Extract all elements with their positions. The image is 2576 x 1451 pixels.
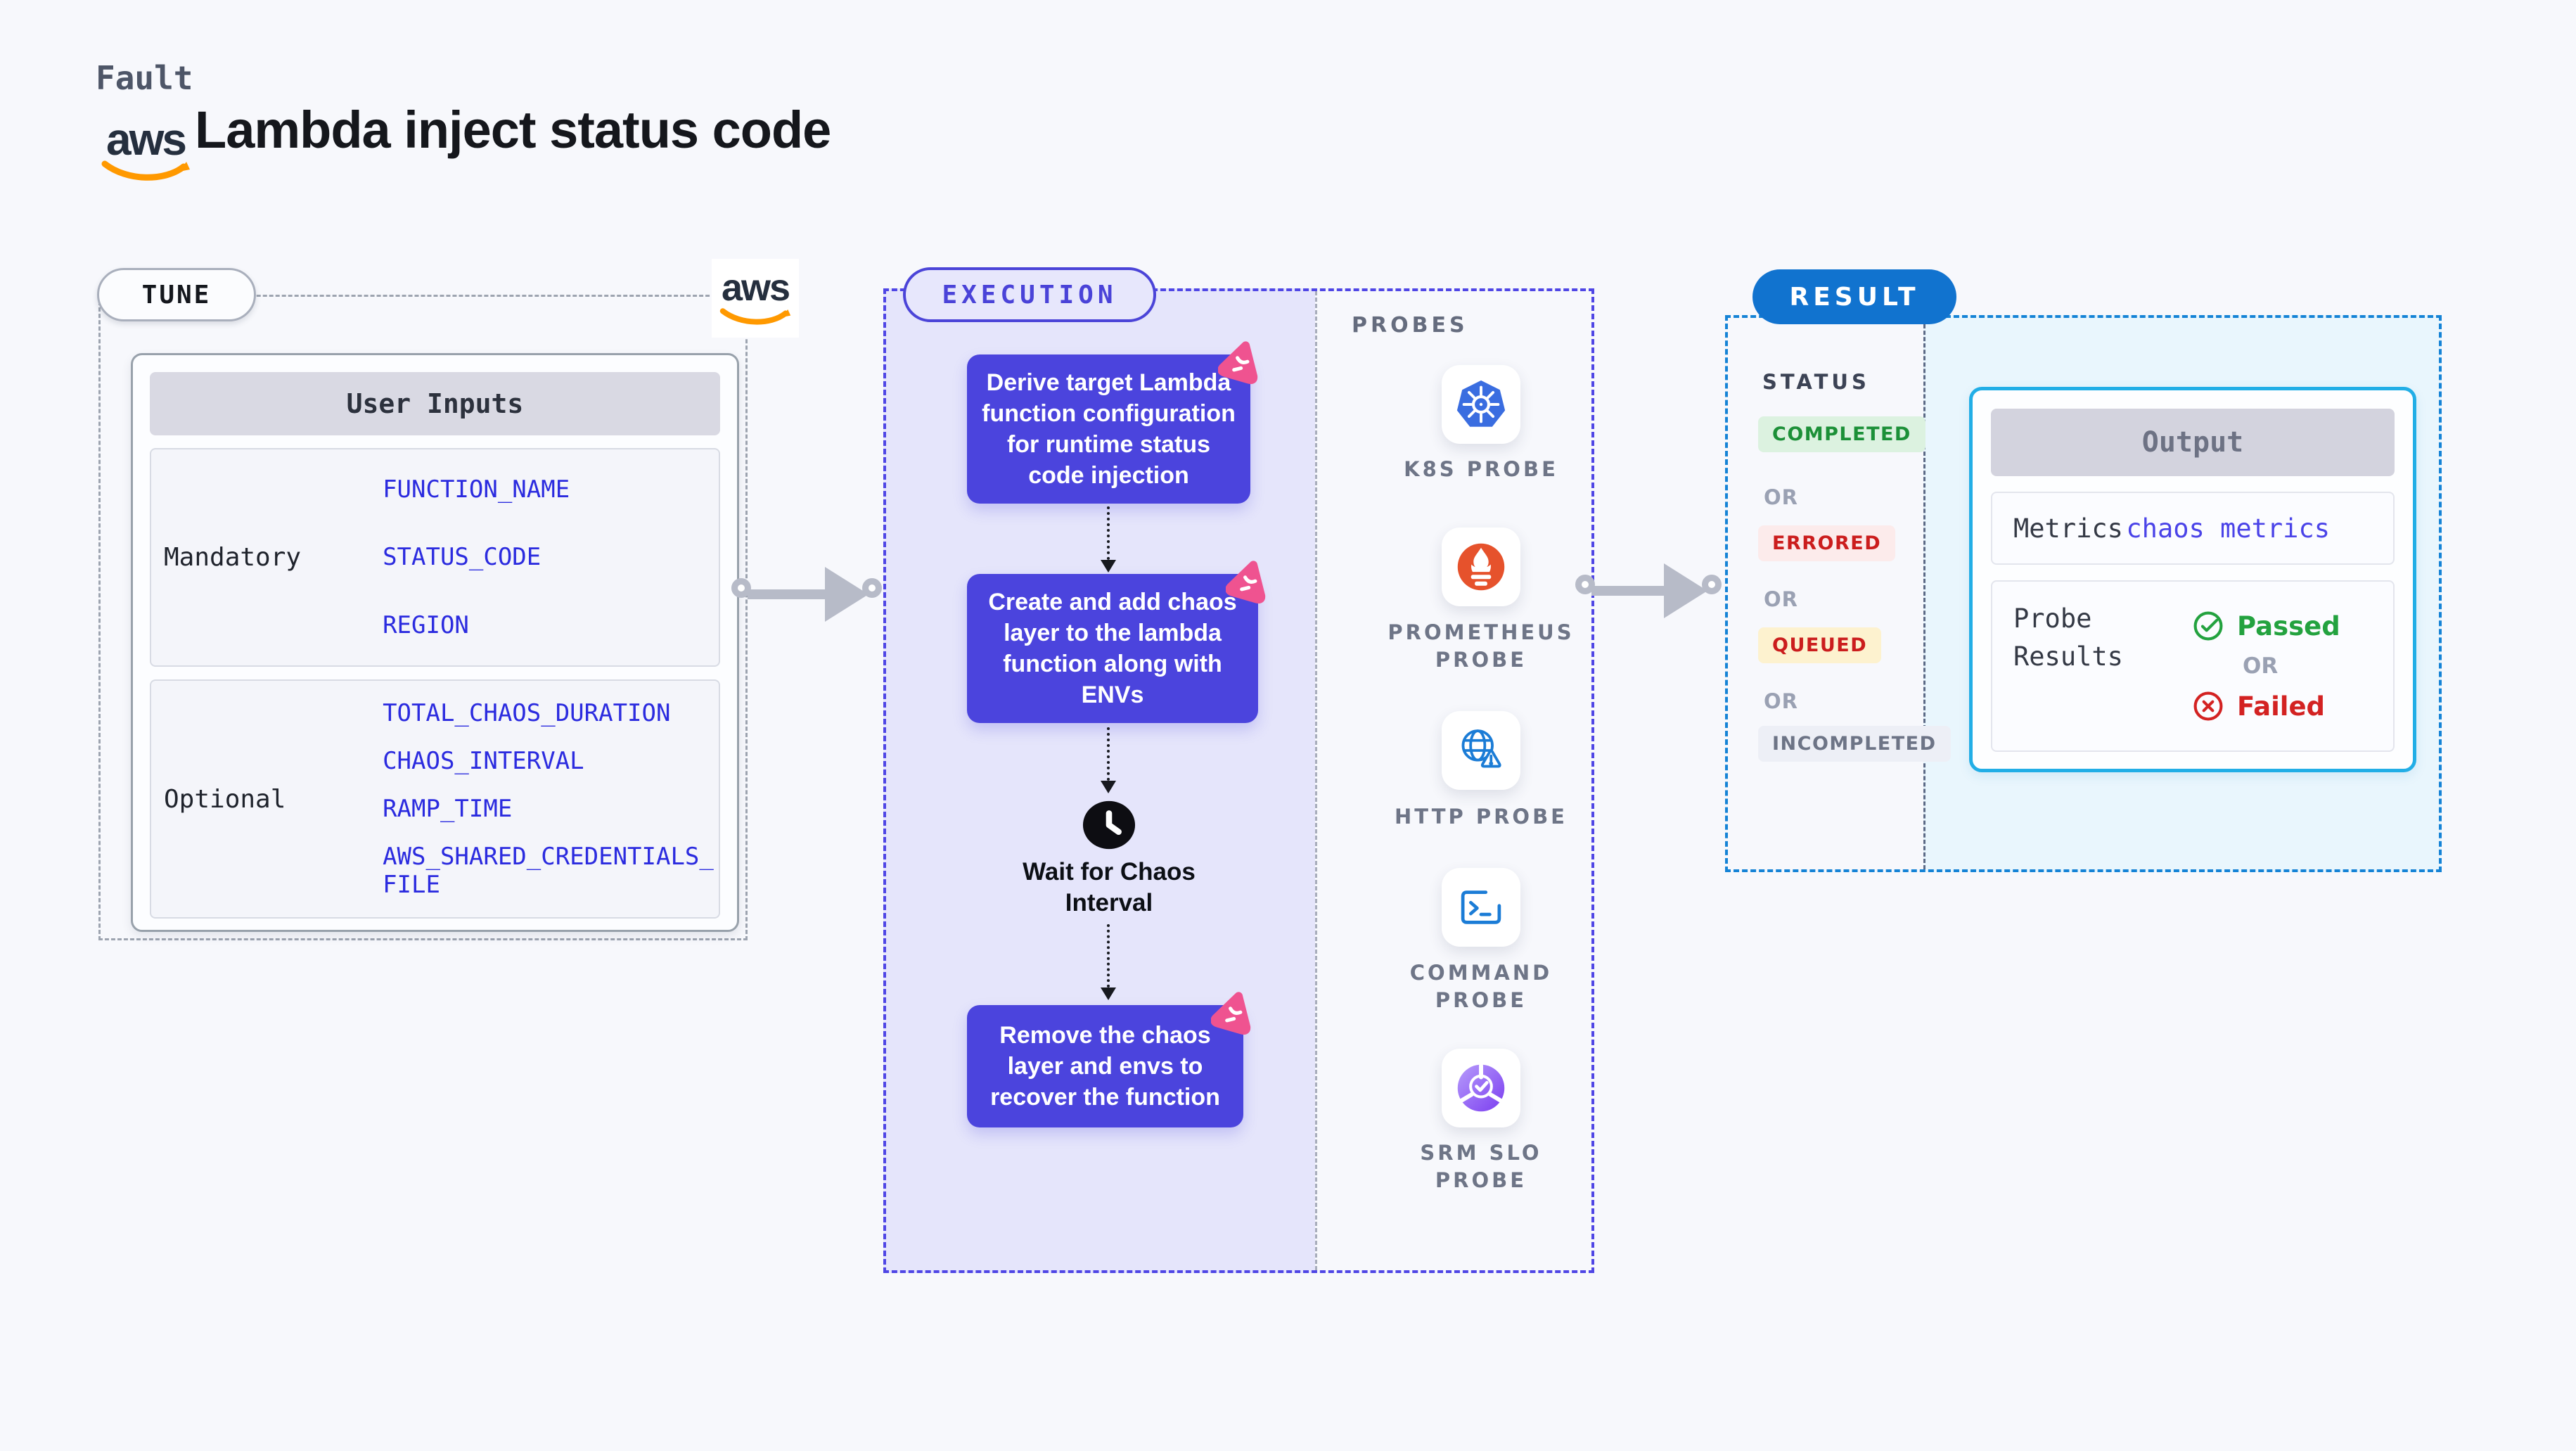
aws-logo-text: aws	[106, 114, 187, 165]
flow-connector	[1107, 506, 1110, 560]
litmus-chaos-icon	[1226, 561, 1266, 603]
passed-label: Passed	[2237, 611, 2340, 641]
fault-kind-label: Fault	[96, 59, 193, 97]
param-aws-shared-credentials-file: AWS_SHARED_CREDENTIALS_FILE	[383, 843, 714, 900]
or-label: OR	[2243, 653, 2279, 679]
optional-row: Optional TOTAL_CHAOS_DURATION CHAOS_INTE…	[150, 679, 720, 919]
param-region: REGION	[383, 611, 469, 639]
tune-badge: TUNE	[97, 268, 256, 321]
param-status-code: STATUS_CODE	[383, 543, 542, 572]
arrow-end-dot	[862, 578, 882, 598]
arrow-end-dot	[1702, 575, 1722, 594]
page-title: Lambda inject status code	[195, 101, 831, 159]
x-circle-icon	[2193, 691, 2223, 721]
probe-result-failed: Failed	[2192, 690, 2340, 722]
terminal-icon	[1442, 868, 1520, 947]
wait-clock-icon	[1082, 798, 1136, 852]
status-badge-errored: ERRORED	[1758, 525, 1896, 561]
flow-connector-arrowhead	[1101, 560, 1116, 573]
litmus-chaos-icon	[1218, 341, 1258, 384]
step-remove-chaos-layer: Remove the chaos layer and envs to recov…	[967, 992, 1251, 1127]
probe-label-command: COMMAND PROBE	[1409, 961, 1553, 1013]
user-inputs-table: User Inputs Mandatory FUNCTION_NAME STAT…	[131, 353, 739, 932]
status-badge-queued: QUEUED	[1758, 627, 1882, 663]
step-add-chaos-layer: Create and add chaos layer to the lambda…	[967, 561, 1266, 723]
result-divider	[1923, 318, 1925, 869]
param-chaos-interval: CHAOS_INTERVAL	[383, 746, 584, 775]
mandatory-label: Mandatory	[164, 543, 302, 572]
globe-warning-icon	[1442, 711, 1520, 790]
probe-label-http: HTTP PROBE	[1394, 805, 1568, 829]
probe-label-srm-slo: SRM SLO PROBE	[1420, 1141, 1542, 1193]
probe-results-row: Probe Results Passed OR Failed	[1991, 580, 2395, 752]
status-title: STATUS	[1762, 370, 1870, 394]
wait-for-chaos-interval-label: Wait for Chaos Interval	[1023, 858, 1196, 916]
step-add-chaos-layer-label: Create and add chaos layer to the lambda…	[988, 588, 1237, 709]
execution-section-container	[883, 288, 1594, 1273]
failed-label: Failed	[2237, 691, 2326, 722]
check-circle-icon	[2193, 611, 2223, 641]
metrics-label: Metrics	[2013, 513, 2123, 544]
tune-section-container	[98, 295, 748, 940]
arrow-line	[748, 589, 832, 599]
param-ramp-time: RAMP_TIME	[383, 794, 513, 823]
kubernetes-icon	[1442, 365, 1520, 444]
arrow-line	[1591, 586, 1670, 596]
optional-label: Optional	[164, 784, 286, 814]
litmus-chaos-icon	[1211, 992, 1251, 1035]
step-derive-config-label: Derive target Lambda function configurat…	[982, 369, 1236, 490]
aws-logo: aws	[93, 117, 198, 184]
or-label: OR	[1764, 587, 1798, 611]
prometheus-icon	[1442, 528, 1520, 606]
result-section-container	[1725, 315, 2442, 872]
arrow-start-dot	[731, 578, 751, 598]
or-label: OR	[1764, 689, 1798, 713]
step-derive-config: Derive target Lambda function configurat…	[967, 341, 1258, 504]
metrics-value: chaos metrics	[2126, 513, 2330, 544]
mandatory-row: Mandatory FUNCTION_NAME STATUS_CODE REGI…	[150, 448, 720, 667]
or-label: OR	[1764, 485, 1798, 509]
probes-title: PROBES	[1352, 313, 1468, 338]
arrow-head	[1664, 563, 1707, 618]
param-function-name: FUNCTION_NAME	[383, 475, 570, 504]
probe-results-label: Probe Results	[2013, 603, 2123, 672]
mandatory-params: FUNCTION_NAME STATUS_CODE REGION	[383, 449, 719, 665]
optional-params: TOTAL_CHAOS_DURATION CHAOS_INTERVAL RAMP…	[383, 681, 719, 917]
probes-divider	[1315, 291, 1317, 1270]
probe-results-values: Passed OR Failed	[2192, 600, 2340, 732]
probe-label-k8s: K8S PROBE	[1404, 457, 1558, 481]
aws-smile-icon	[101, 160, 190, 181]
status-badge-completed: COMPLETED	[1758, 416, 1925, 452]
result-badge: RESULT	[1752, 269, 1956, 324]
metrics-row: Metrics chaos metrics	[1991, 492, 2395, 565]
flow-connector	[1107, 727, 1110, 781]
param-total-chaos-duration: TOTAL_CHAOS_DURATION	[383, 698, 671, 727]
status-badge-incompleted: INCOMPLETED	[1758, 726, 1951, 762]
arrow-head	[825, 567, 869, 622]
slo-gauge-check-icon	[1442, 1049, 1520, 1127]
output-title: Output	[1991, 409, 2395, 476]
aws-corner-logo-text: aws	[721, 267, 790, 309]
user-inputs-title: User Inputs	[150, 372, 720, 435]
flow-connector-arrowhead	[1101, 987, 1116, 1000]
output-card: Output Metrics chaos metrics Probe Resul…	[1969, 387, 2416, 772]
step-remove-chaos-layer-label: Remove the chaos layer and envs to recov…	[990, 1021, 1220, 1111]
execution-badge: EXECUTION	[903, 267, 1156, 322]
flow-connector	[1107, 924, 1110, 987]
aws-corner-logo: aws	[712, 259, 799, 338]
probe-label-prometheus: PROMETHEUS PROBE	[1388, 620, 1575, 672]
probe-result-passed: Passed	[2192, 610, 2340, 642]
flow-connector-arrowhead	[1101, 781, 1116, 793]
aws-smile-icon	[719, 308, 791, 325]
